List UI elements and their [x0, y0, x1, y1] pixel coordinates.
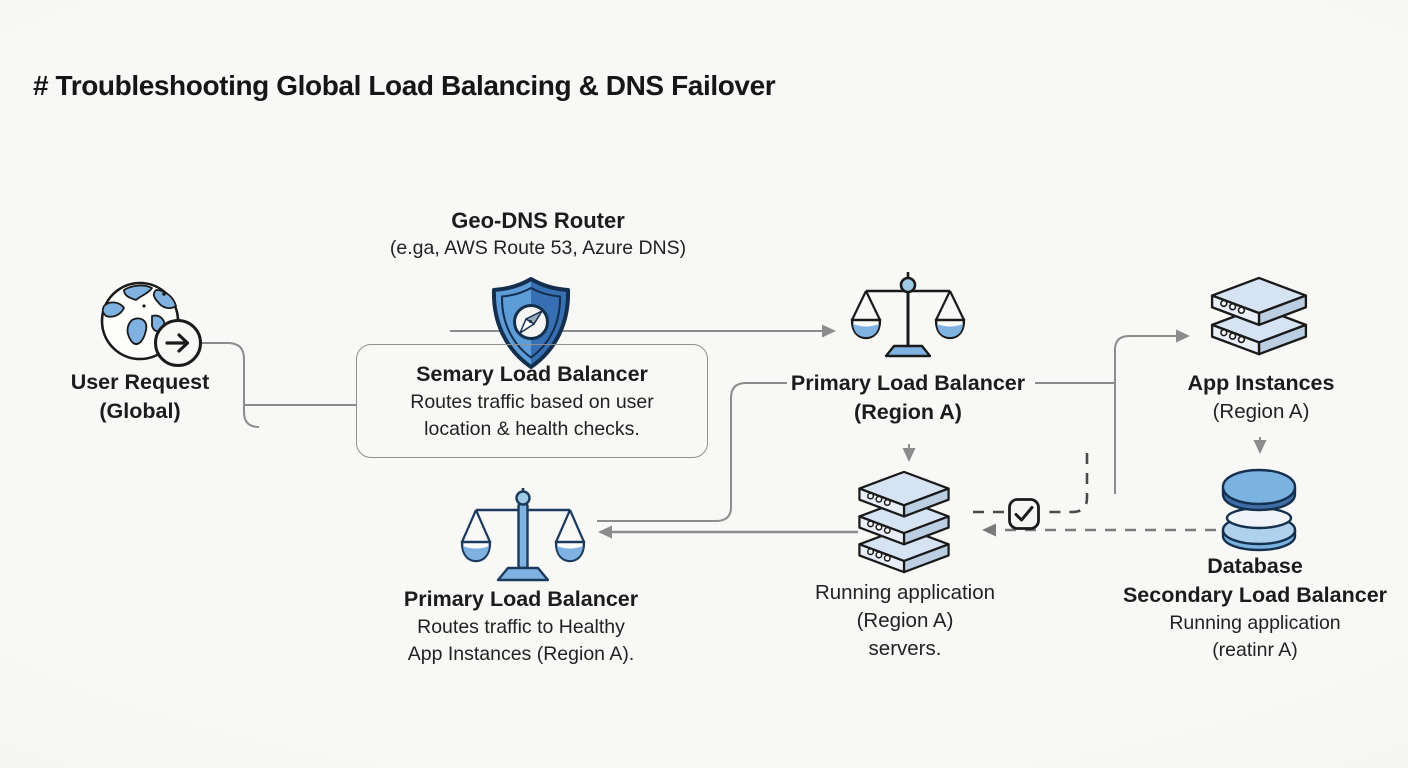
- primary-lb-a-subtitle: (Region A): [854, 400, 962, 424]
- database-subtitle: Secondary Load Balancer: [1122, 583, 1388, 607]
- checkbox-check-icon: [1006, 496, 1042, 532]
- app-instances-node: App Instances (Region A): [1136, 369, 1386, 426]
- dns-box-line1: Routes traffic based on user: [410, 390, 654, 413]
- user-request-sublabel: (Global): [99, 399, 181, 423]
- database-line3: Running application: [1169, 612, 1341, 634]
- server-stack-icon-app-instances: [1206, 276, 1312, 362]
- server-stack-icon-running-app: [848, 470, 960, 574]
- user-request-label: User Request: [70, 370, 210, 394]
- geo-dns-title: Geo-DNS Router: [451, 208, 625, 233]
- globe-arrow-icon: [94, 280, 206, 372]
- shield-compass-icon: [486, 275, 576, 371]
- running-app-line2: (Region A): [856, 609, 954, 632]
- app-instances-title: App Instances: [1187, 371, 1335, 395]
- database-line4: (reatinr A): [1212, 639, 1298, 661]
- database-node: Database Secondary Load Balancer Running…: [1100, 552, 1408, 664]
- user-request-node: User Request (Global): [30, 368, 250, 426]
- regional-lb-line1: Routes traffic to Healthy: [417, 616, 625, 638]
- primary-lb-a-title: Primary Load Balancer: [790, 371, 1026, 395]
- regional-lb-title: Primary Load Balancer: [403, 587, 639, 611]
- dns-description-box: Semary Load Balancer Routes traffic base…: [356, 344, 708, 458]
- app-instances-subtitle: (Region A): [1212, 400, 1310, 423]
- dns-box-line2: location & health checks.: [424, 417, 640, 440]
- database-title: Database: [1207, 554, 1303, 578]
- geo-dns-header: Geo-DNS Router (e.ga, AWS Route 53, Azur…: [358, 206, 718, 262]
- running-app-node: Running application (Region A) servers.: [776, 579, 1034, 663]
- running-app-line3: servers.: [868, 637, 942, 660]
- running-app-line1: Running application: [814, 581, 996, 604]
- regional-lb-node: Primary Load Balancer Routes traffic to …: [346, 585, 696, 668]
- primary-lb-a-node: Primary Load Balancer (Region A): [756, 369, 1060, 427]
- dns-box-title: Semary Load Balancer: [416, 361, 648, 386]
- geo-dns-subtitle: (e.ga, AWS Route 53, Azure DNS): [389, 237, 687, 259]
- regional-lb-line2: App Instances (Region A).: [407, 643, 635, 665]
- page-title: # Troubleshooting Global Load Balancing …: [33, 70, 776, 101]
- database-icon: [1215, 468, 1303, 552]
- balance-scale-icon-regional: [460, 486, 586, 584]
- balance-scale-icon-primary: [846, 270, 970, 364]
